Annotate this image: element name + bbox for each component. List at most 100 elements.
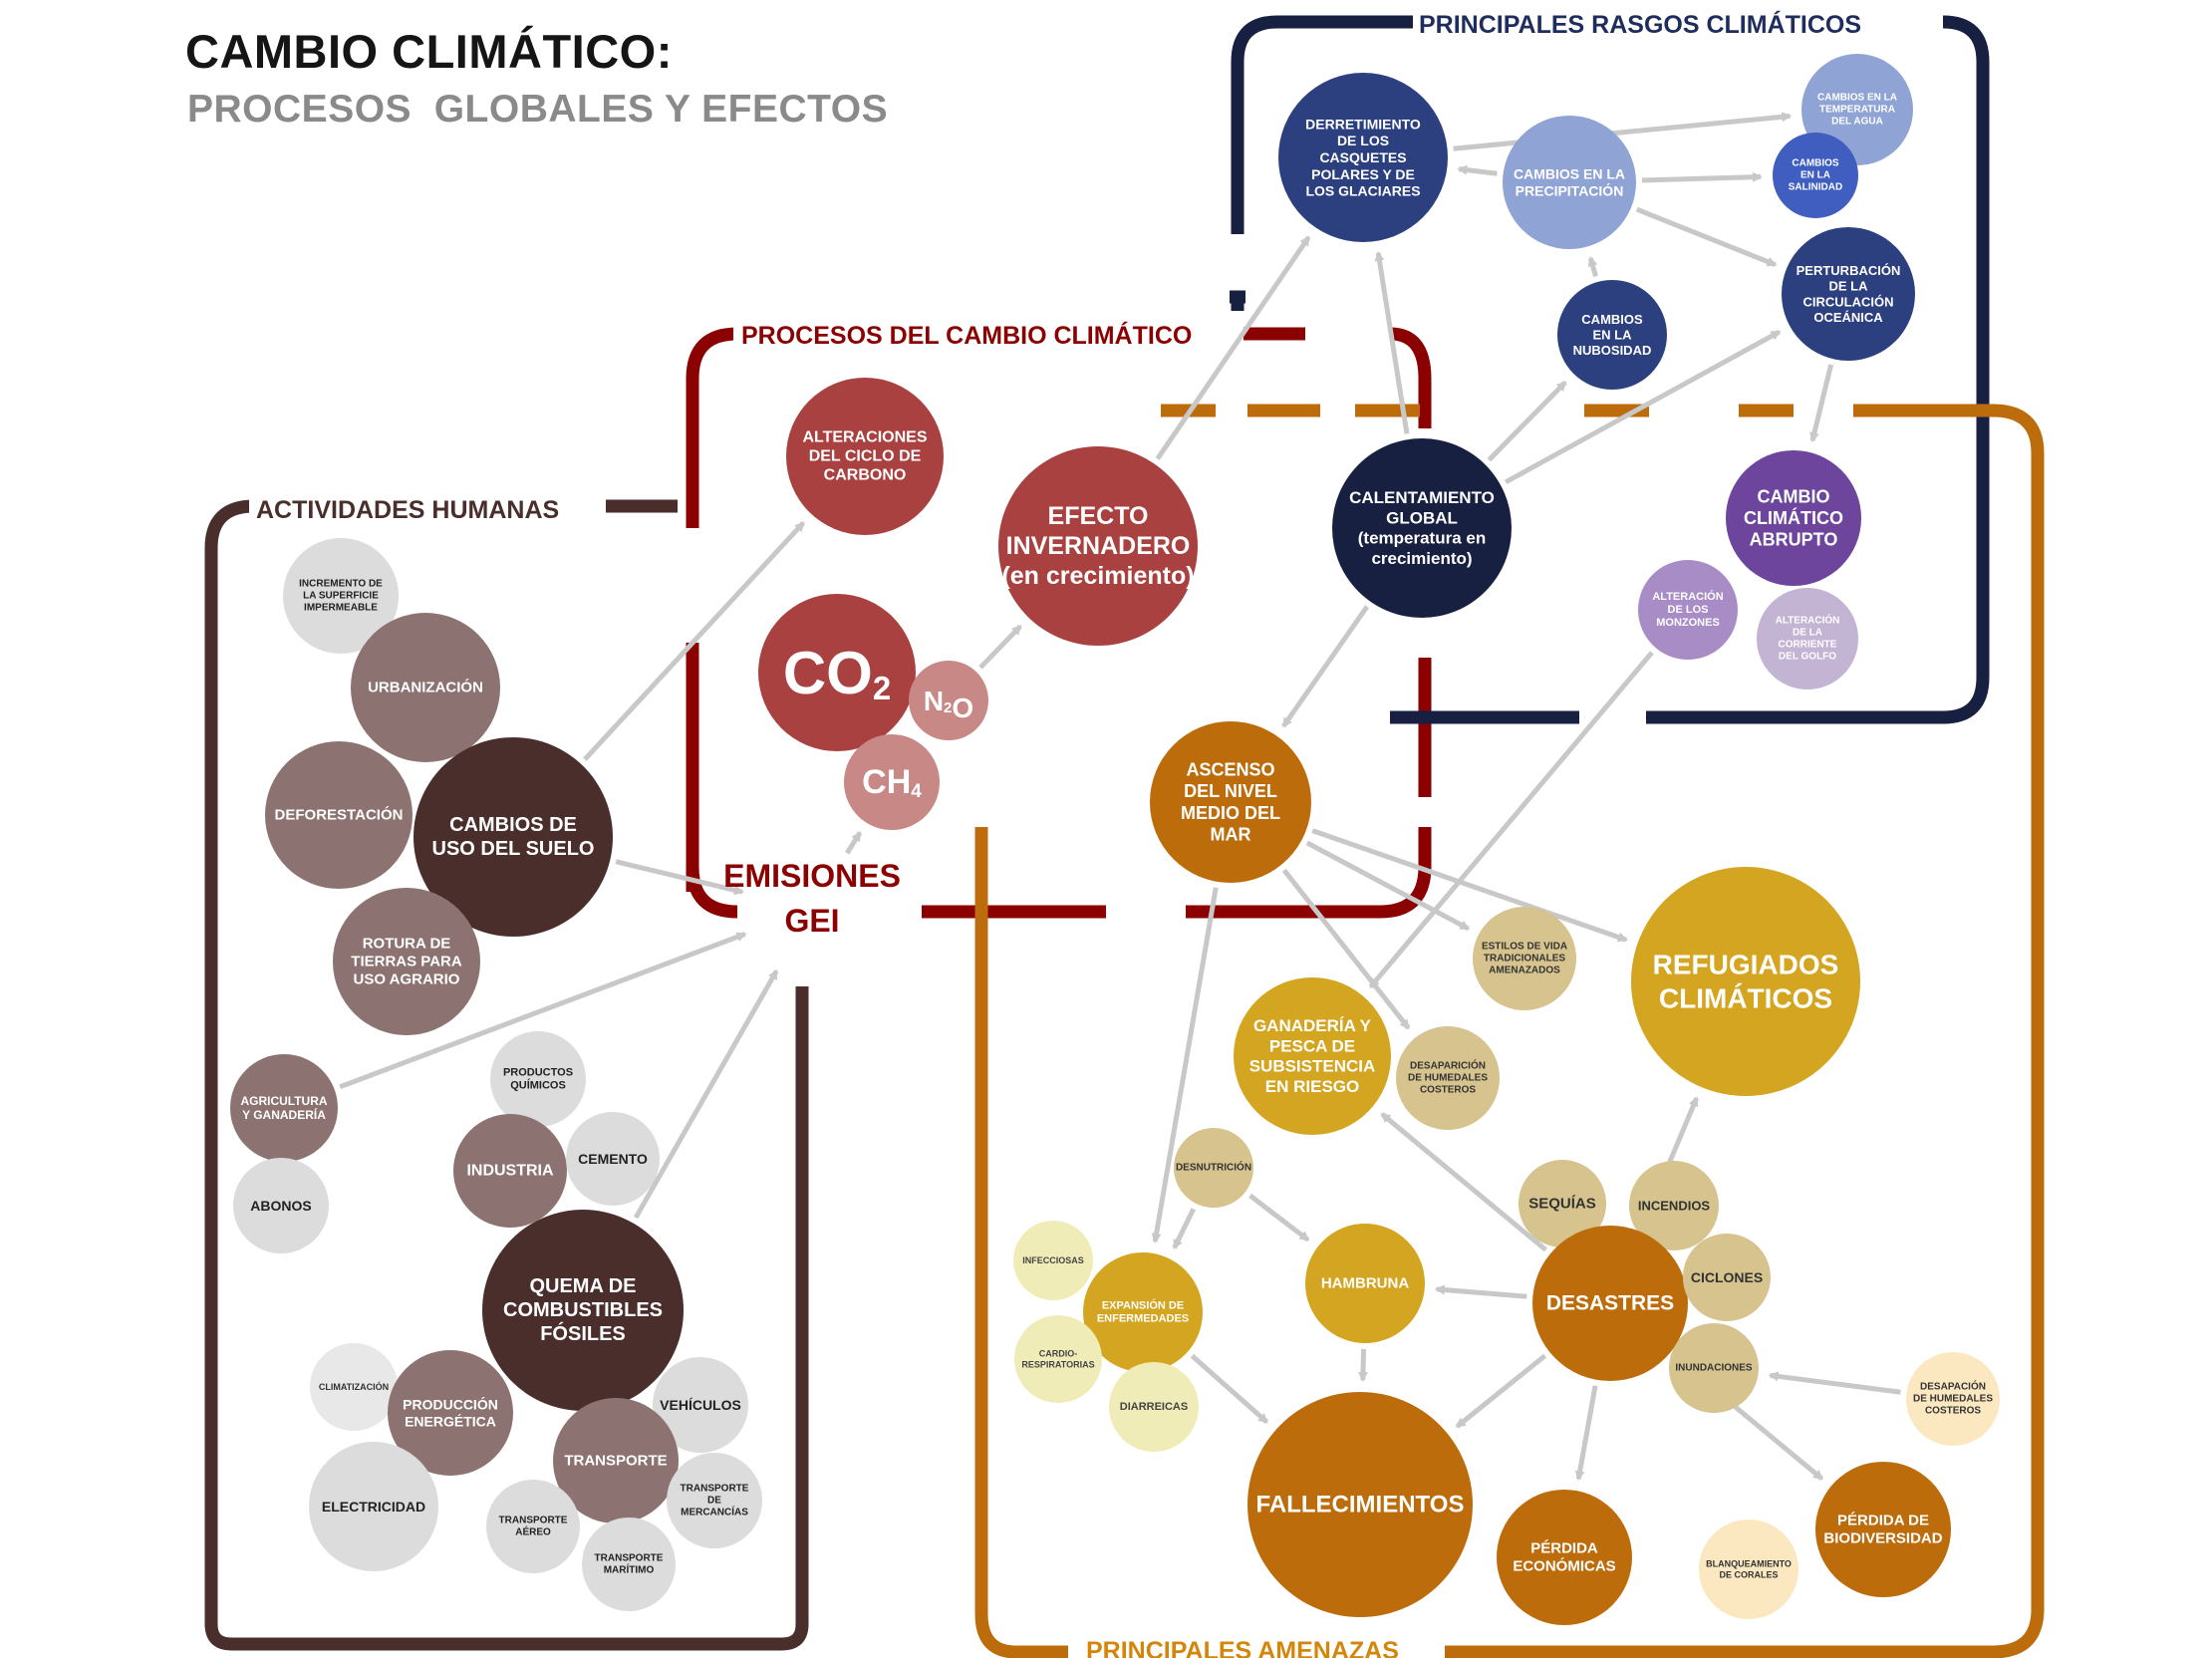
arrow-n2o-to-efecto [978,624,1022,670]
node-transporte-aereo-label-line: TRANSPORTE [499,1516,568,1526]
arrows-layer [339,112,1901,1482]
frame-rasgos-right [1646,15,1990,724]
node-transporte-maritimo-label-line: TRANSPORTE [595,1553,664,1564]
emisiones-gei: EMISIONES GEI [723,858,901,939]
node-rotura-circle [333,888,480,1035]
node-derretimiento-circle [1278,73,1448,242]
node-fallecimientos: FALLECIMIENTOS [1247,1392,1473,1617]
node-diarreicas: DIARREICAS [1109,1362,1199,1452]
emisiones-label-line-2: GEI [784,903,839,939]
arrow-monzones-to-ganaderia [1368,651,1654,988]
node-derretimiento-label-line: POLARES Y DE [1311,166,1415,182]
frame-procesos [686,327,739,528]
arrow-derretimiento-to-temperatura-agua [1453,112,1793,151]
node-agricultura-label-line: AGRICULTURA [240,1094,327,1108]
label-bg-rasgos [1413,4,1941,42]
node-estilos-label-line: AMENAZADOS [1489,966,1560,976]
node-transporte-aereo-label-line: AÉREO [515,1525,551,1538]
node-co2-circle [758,594,916,751]
node-derretimiento-label-line: LOS GLACIARES [1305,183,1420,199]
node-hambruna-label-line: HAMBRUNA [1321,1275,1409,1292]
node-produccion-label-line: ENERGÉTICA [405,1413,496,1429]
node-sequias-label-line: SEQUÍAS [1528,1196,1596,1213]
arrow-desastres-to-fallecimientos [1455,1353,1547,1429]
node-monzones-label-line: DE LOS [1668,604,1709,616]
arrow-desnutricion-to-expansion [1172,1208,1197,1250]
node-desnutricion-circle [1174,1128,1253,1208]
node-desnutricion: DESNUTRICIÓN [1174,1128,1253,1208]
node-estilos-label-line: TRADICIONALES [1484,954,1566,965]
node-perturbacion-label-line: CIRCULACIÓN [1803,294,1894,309]
node-corriente-golfo-label-line: DEL GOLFO [1779,652,1836,663]
node-productos-quimicos-circle [490,1031,586,1127]
node-rotura-label-line: ROTURA DE [363,936,451,953]
node-quema-label-line: COMBUSTIBLES [503,1299,663,1321]
page-subtitle: PROCESOS GLOBALES Y EFECTOS [187,88,889,131]
frame-rasgos [1231,15,1413,234]
section-label-rasgos: PRINCIPALES RASGOS CLIMÁTICOS [1419,10,1861,39]
node-industria-label-line: INDUSTRIA [466,1163,554,1180]
arrow-precipitacion-to-perturbacion [1635,206,1778,267]
node-vehiculos-label-line: VEHÍCULOS [660,1397,741,1413]
node-ascenso-label-line: ASCENSO [1186,760,1274,780]
node-salinidad-circle [1773,133,1858,218]
node-abonos-circle [233,1158,329,1253]
node-incremento-label-line: INCREMENTO DE [299,579,383,590]
node-n2o: N2O [909,661,988,740]
node-ascenso-label-line: MAR [1211,824,1251,844]
node-refugiados-label-line: CLIMÁTICOS [1659,982,1832,1013]
frame-amenazas-left [974,827,1068,1658]
node-derretimiento-label-line: DERRETIMIENTO [1305,116,1421,132]
arrow-precipitacion-to-derretimiento [1457,164,1498,176]
node-monzones-circle [1638,560,1738,660]
node-co2-label: CO2 [783,640,891,706]
node-ch4-label: CH4 [862,763,922,802]
node-n2o-label: N2O [924,686,973,723]
arrow-ascenso-to-estilos [1305,840,1471,932]
node-desastres-label-line: DESASTRES [1546,1292,1674,1315]
arrow-calentamiento-to-nubosidad [1487,380,1567,462]
node-ascenso-label-line: DEL NIVEL [1184,781,1277,801]
node-diarreicas-circle [1109,1362,1199,1452]
arrow-calentamiento-to-perturbacion [1504,329,1782,484]
node-corriente-golfo-circle [1757,588,1858,690]
node-cambios-suelo-label-line: USO DEL SUELO [432,838,595,860]
node-ganaderia-label-line: PESCA DE [1269,1036,1355,1055]
node-inundaciones-circle [1669,1323,1759,1413]
node-biodiversidad-circle [1815,1462,1951,1597]
node-produccion-circle [388,1350,513,1476]
node-quema-label-line: QUEMA DE [529,1275,636,1297]
node-efecto-label-line: EFECTO [1048,502,1149,530]
node-salinidad-label-line: CAMBIOS [1792,158,1839,169]
node-transporte-maritimo-circle [582,1518,676,1611]
node-biodiversidad-label-line: BIODIVERSIDAD [1823,1530,1942,1547]
arrow-ascenso-to-refugiados [1311,828,1628,943]
node-ganaderia-circle [1234,977,1391,1135]
node-ganaderia-label-line: GANADERÍA Y [1253,1016,1372,1035]
node-electricidad: ELECTRICIDAD [309,1442,438,1571]
node-desaparicion2-label-line: DE HUMEDALES [1913,1394,1993,1405]
arrow-cambios-suelo-to-alteraciones [583,521,806,761]
node-produccion-label-line: PRODUCCIÓN [403,1396,498,1413]
node-alteraciones-label-line: CARBONO [824,467,907,484]
section-label-amenazas: PRINCIPALES AMENAZAS [1086,1637,1399,1658]
node-estilos-circle [1473,907,1576,1010]
